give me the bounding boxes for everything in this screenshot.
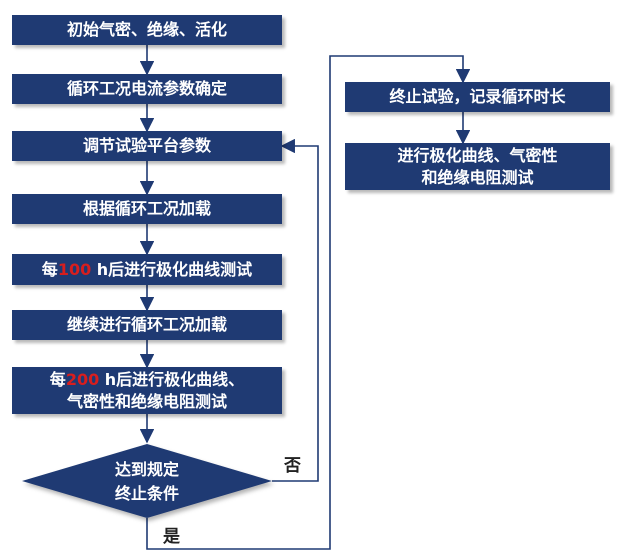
no-label: 否: [284, 456, 301, 476]
step-initial-tests-label: 初始气密、绝缘、活化: [66, 20, 227, 39]
decision-text: 达到规定 终止条件: [39, 458, 255, 506]
step-continue-cycle: 继续进行循环工况加载: [12, 310, 282, 340]
step-continue-cycle-label: 继续进行循环工况加载: [66, 315, 227, 334]
step-final-tests-label: 进行极化曲线、气密性 和绝缘电阻测试: [397, 145, 557, 189]
step-load-cycle-label: 根据循环工况加载: [82, 199, 211, 218]
step-final-tests-line1: 进行极化曲线、气密性: [397, 145, 558, 165]
step-5-hours: 100: [57, 259, 92, 279]
decision-line2: 终止条件: [114, 484, 179, 503]
step-tests-200h: 每200 h后进行极化曲线、 气密性和绝缘电阻测试: [12, 367, 282, 414]
step-final-tests-line2: 和绝缘电阻测试: [421, 167, 534, 187]
step-5-suffix: h后进行极化曲线测试: [91, 259, 253, 279]
step-7-line2: 气密性和绝缘电阻测试: [66, 391, 227, 411]
arrow-no-loop: [272, 138, 319, 482]
step-initial-tests: 初始气密、绝缘、活化: [12, 15, 282, 45]
step-final-tests: 进行极化曲线、气密性 和绝缘电阻测试: [345, 143, 610, 190]
step-7-suffix: h后进行极化曲线、: [99, 369, 245, 389]
step-7-hours: 200: [65, 369, 100, 389]
step-polarization-100h: 每100 h后进行极化曲线测试: [12, 254, 282, 285]
step-terminate-record-label: 终止试验，记录循环时长: [389, 87, 566, 106]
yes-label: 是: [163, 527, 180, 547]
step-adjust-platform-label: 调节试验平台参数: [82, 136, 211, 155]
arrow-yes-path: [146, 55, 471, 550]
step-cycle-current-params: 循环工况电流参数确定: [12, 74, 282, 104]
step-terminate-record: 终止试验，记录循环时长: [345, 82, 610, 112]
step-load-cycle: 根据循环工况加载: [12, 194, 282, 224]
step-7-prefix: 每: [49, 369, 66, 389]
step-adjust-platform: 调节试验平台参数: [12, 131, 282, 161]
decision-diamond: [22, 444, 272, 518]
step-polarization-100h-label: 每100 h后进行极化曲线测试: [42, 259, 252, 281]
step-cycle-current-params-label: 循环工况电流参数确定: [66, 79, 227, 98]
decision-line1: 达到规定: [114, 460, 179, 479]
step-tests-200h-label: 每200 h后进行极化曲线、 气密性和绝缘电阻测试: [50, 369, 244, 413]
step-5-prefix: 每: [41, 259, 58, 279]
